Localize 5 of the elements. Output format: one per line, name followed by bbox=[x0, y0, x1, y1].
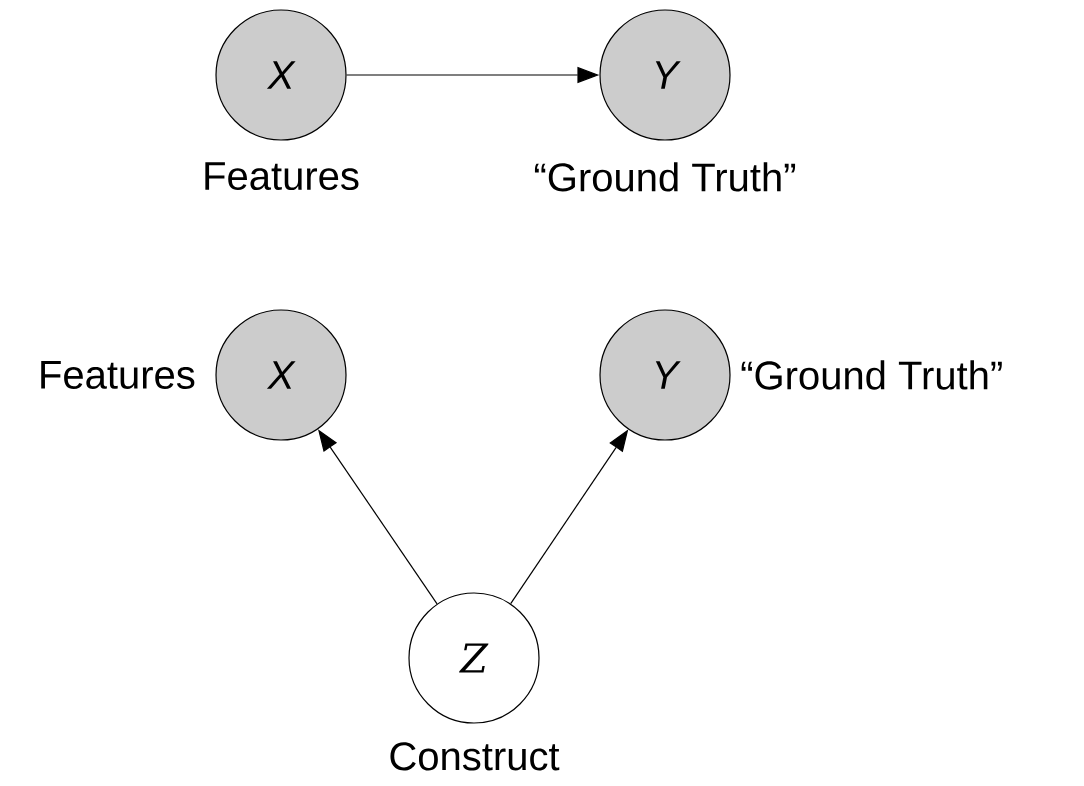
node-caption: Construct bbox=[390, 742, 560, 771]
node-caption: “Ground Truth” bbox=[741, 360, 1002, 390]
node-caption: “Ground Truth” bbox=[534, 162, 796, 192]
node-caption: Features bbox=[205, 162, 359, 191]
node-caption: Features bbox=[41, 361, 195, 389]
